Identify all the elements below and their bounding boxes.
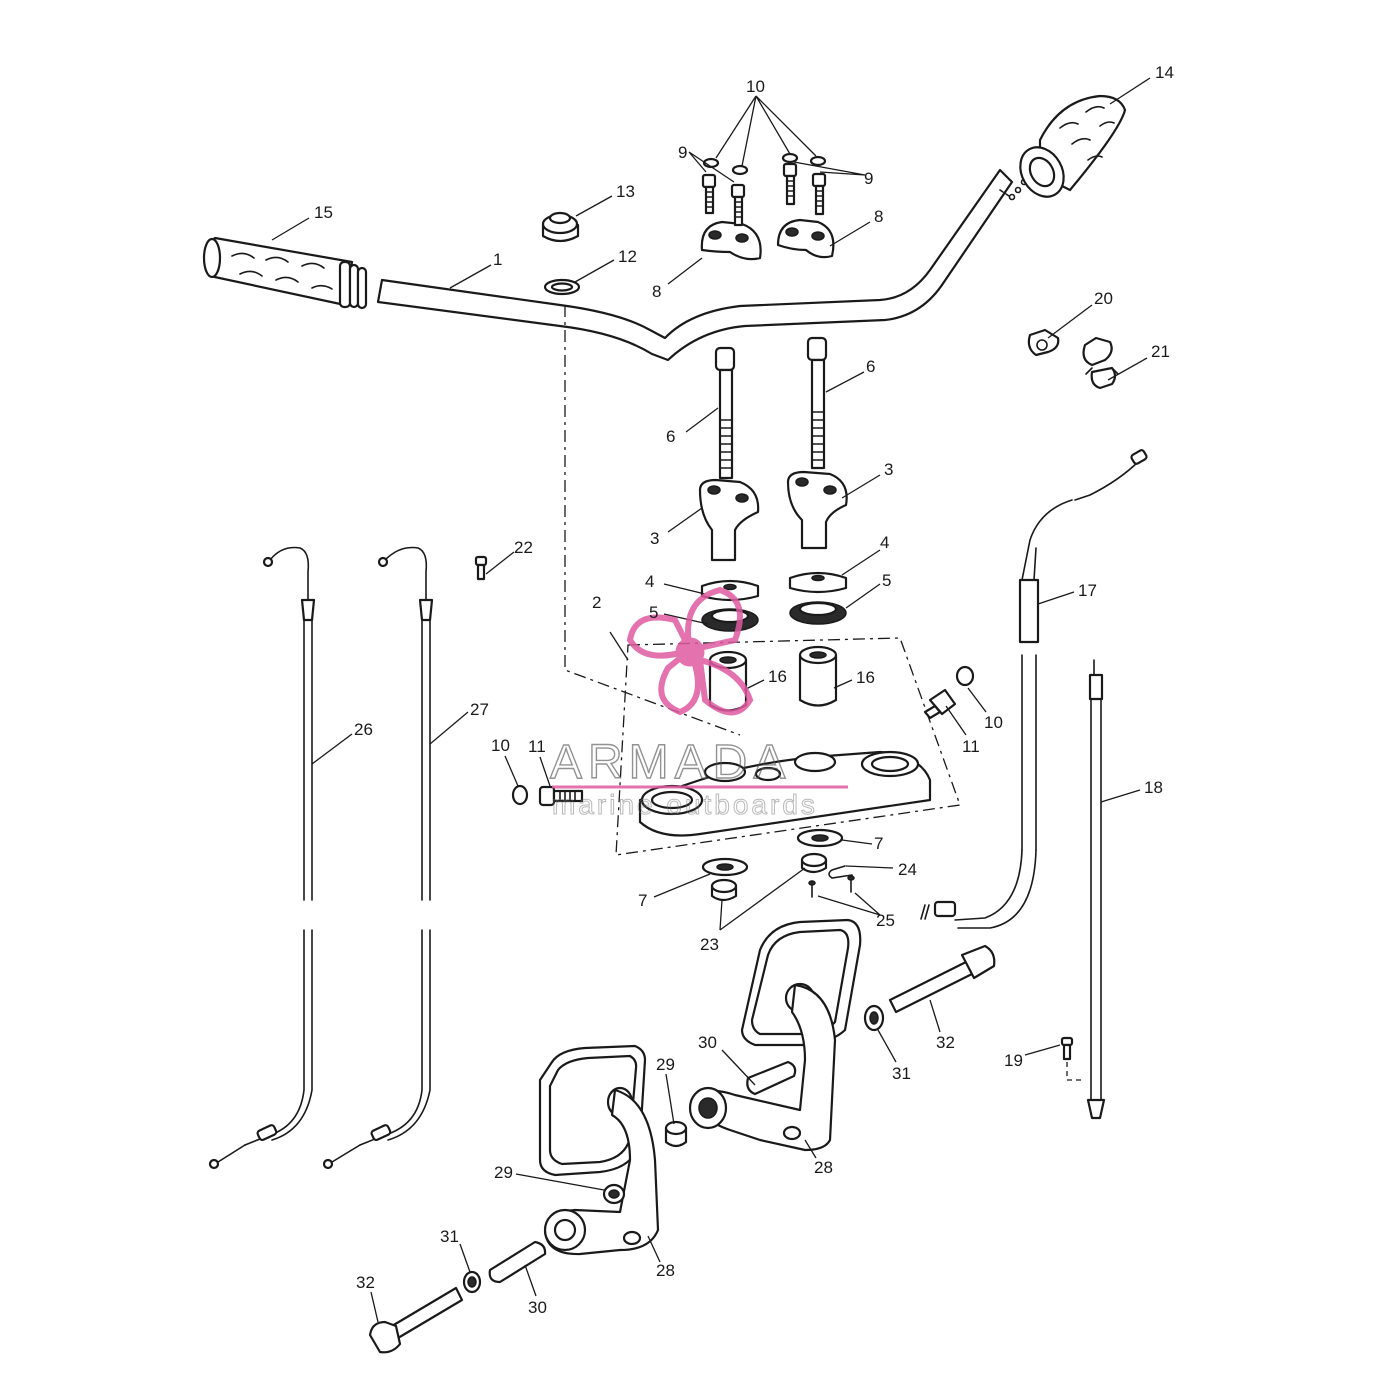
callout-26: 26 — [354, 720, 373, 739]
top-nut-cap — [541, 211, 580, 243]
callout-11: 11 — [528, 737, 546, 756]
callout-6: 6 — [666, 427, 675, 446]
callout-10: 10 — [491, 736, 510, 755]
clamp-right — [776, 218, 835, 259]
callout-16: 16 — [856, 668, 875, 687]
callout-4: 4 — [645, 572, 654, 591]
callout-19: 19 — [1004, 1051, 1023, 1070]
callout-29: 29 — [656, 1055, 675, 1074]
callout-10: 10 — [746, 77, 765, 96]
watermark-brand: ARMADA — [550, 736, 791, 789]
callout-11: 11 — [962, 737, 980, 756]
spacers — [708, 645, 838, 712]
riser-washers — [700, 571, 848, 602]
throttle-cable-27 — [322, 546, 434, 1170]
mirror-pin-left — [488, 1240, 547, 1284]
mirror-pin-right — [746, 1060, 797, 1096]
lower-nuts — [710, 852, 828, 902]
mirror-bolt-left — [368, 1270, 482, 1354]
cable-clips — [1027, 328, 1119, 390]
watermark-tagline: marine outboards — [552, 789, 818, 820]
riser-bolts — [714, 336, 828, 480]
top-yoke — [564, 305, 961, 856]
clamp-left — [700, 220, 762, 261]
callout-5: 5 — [882, 571, 891, 590]
callout-7: 7 — [874, 834, 883, 853]
callout-27: 27 — [470, 700, 489, 719]
callout-32: 32 — [356, 1273, 375, 1292]
mirror-bolt-right — [863, 944, 996, 1032]
yoke-bolt-left — [511, 784, 584, 807]
callout-32: 32 — [936, 1033, 955, 1052]
callout-2: 2 — [592, 593, 601, 612]
callout-13: 13 — [616, 182, 635, 201]
callout-8: 8 — [874, 207, 883, 226]
callout-9: 9 — [678, 143, 687, 162]
callout-6: 6 — [866, 357, 875, 376]
yoke-bolt-right — [923, 665, 975, 720]
callout-5: 5 — [649, 603, 658, 622]
callout-7: 7 — [638, 891, 647, 910]
callout-28: 28 — [814, 1158, 833, 1177]
washer-12 — [543, 278, 581, 296]
callout-30: 30 — [528, 1298, 547, 1317]
handlebar — [376, 168, 1028, 362]
callout-28: 28 — [656, 1261, 675, 1280]
risers — [698, 470, 848, 562]
right-grip — [1019, 94, 1127, 198]
callout-20: 20 — [1094, 289, 1113, 308]
bush-29-left — [602, 1183, 626, 1205]
callout-25: 25 — [876, 911, 895, 930]
callout-3: 3 — [650, 529, 659, 548]
callout-31: 31 — [892, 1064, 911, 1083]
propeller-logo-icon — [626, 586, 754, 716]
callout-9: 9 — [864, 169, 873, 188]
screw-19 — [1060, 1036, 1085, 1081]
callout-24: 24 — [898, 860, 917, 879]
callout-1: 1 — [493, 250, 502, 269]
mirror-right — [688, 918, 862, 1152]
callout-labels: 1 2 3 3 4 4 5 5 6 6 7 7 8 8 9 9 10 10 10… — [314, 63, 1174, 1317]
callout-31: 31 — [440, 1227, 459, 1246]
clutch-cable-17 — [920, 449, 1148, 929]
callout-3: 3 — [884, 460, 893, 479]
split-pin-and-screws — [808, 865, 855, 898]
callout-30: 30 — [698, 1033, 717, 1052]
callout-22: 22 — [514, 538, 533, 557]
screw-22 — [474, 555, 488, 581]
rubber-bushings — [701, 601, 847, 632]
callout-17: 17 — [1078, 581, 1097, 600]
callout-10: 10 — [984, 713, 1003, 732]
speedo-cable-18 — [1086, 659, 1106, 1120]
callout-18: 18 — [1144, 778, 1163, 797]
left-grip — [202, 236, 368, 310]
callout-15: 15 — [314, 203, 333, 222]
callout-14: 14 — [1155, 63, 1174, 82]
watermark: ARMADA marine outboards — [549, 586, 848, 821]
leader-lines — [271, 77, 1151, 1323]
callout-8: 8 — [652, 282, 661, 301]
callout-21: 21 — [1151, 342, 1170, 361]
mirror-left — [538, 1044, 660, 1256]
callout-4: 4 — [880, 533, 889, 552]
lower-washers — [701, 828, 844, 877]
callout-16: 16 — [768, 667, 787, 686]
callout-23: 23 — [700, 935, 719, 954]
throttle-cable-26 — [208, 546, 316, 1170]
callout-29: 29 — [494, 1163, 513, 1182]
bush-29-right — [664, 1120, 688, 1148]
clamp-bolts — [701, 162, 827, 227]
callout-12: 12 — [618, 247, 637, 266]
